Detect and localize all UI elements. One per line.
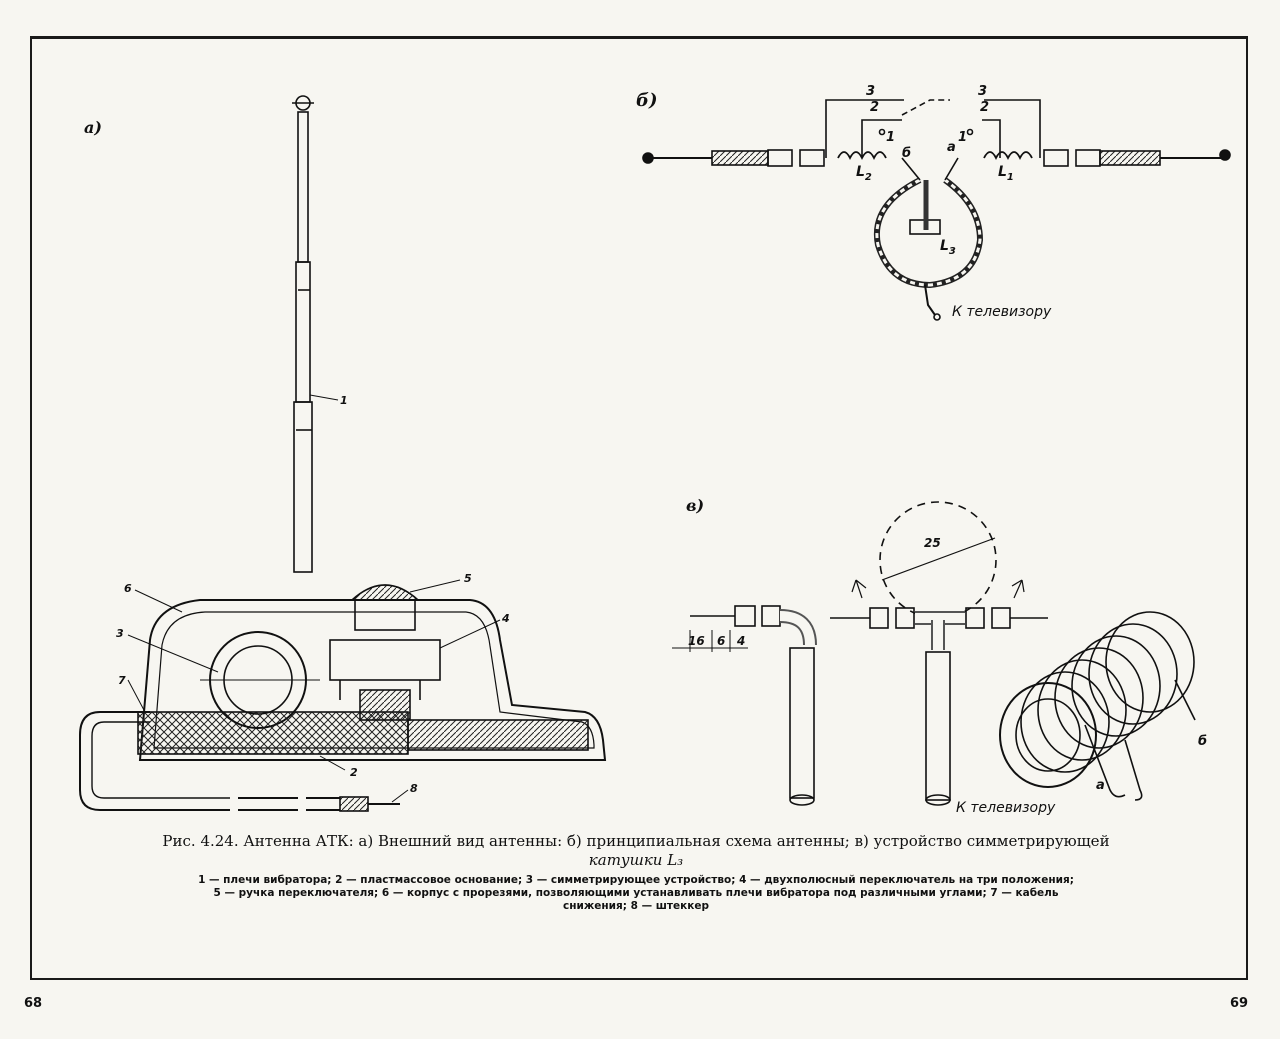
caption-line-1: Рис. 4.24. Антенна АТК: а) Внешний вид а… bbox=[162, 832, 1110, 850]
antenna-view bbox=[79, 95, 607, 812]
coil-l3-label: L3 bbox=[940, 238, 956, 257]
switch-right-pos-2: 2 bbox=[980, 100, 990, 115]
legend-line-1: 1 — плечи вибратора; 2 — пластмассовое о… bbox=[198, 874, 1074, 886]
page-frame bbox=[30, 36, 1248, 980]
tee-assembly bbox=[830, 579, 1048, 806]
legend-line-2: 5 — ручка переключателя; 6 — корпус с пр… bbox=[213, 887, 1059, 899]
callout-2: 2 bbox=[350, 766, 358, 779]
caption-line-2: катушки L₃ bbox=[588, 851, 684, 869]
panel-label-a: а) bbox=[84, 118, 102, 137]
figure-caption: Рис. 4.24. Антенна АТК: а) Внешний вид а… bbox=[96, 832, 1176, 870]
switch-knob bbox=[349, 584, 421, 601]
down-cable bbox=[79, 711, 230, 811]
callout-5: 5 bbox=[464, 572, 472, 585]
legend-line-3: снижения; 8 — штеккер bbox=[563, 900, 709, 912]
callout-1: 1 bbox=[340, 394, 348, 407]
switch-left-pos-2: 2 bbox=[870, 100, 880, 115]
housing-body bbox=[138, 599, 607, 761]
callout-7: 7 bbox=[118, 674, 126, 687]
panel-label-v: в) bbox=[686, 496, 705, 515]
vibrator-rod bbox=[292, 95, 314, 573]
to-tv-label-detail: К телевизору bbox=[956, 800, 1056, 816]
node-b-label: б bbox=[902, 146, 912, 161]
callout-8: 8 bbox=[410, 782, 418, 795]
dim-25: 25 bbox=[924, 536, 941, 550]
figure-legend: 1 — плечи вибратора; 2 — пластмассовое о… bbox=[96, 874, 1176, 913]
switch-block bbox=[329, 639, 441, 681]
page-number-left: 68 bbox=[24, 996, 43, 1011]
coil-l2-label: L2 bbox=[856, 164, 872, 183]
to-tv-label-schematic: К телевизору bbox=[952, 304, 1052, 320]
dim-4: 4 bbox=[737, 634, 746, 648]
callout-3: 3 bbox=[116, 627, 124, 640]
coil-l1-label: L1 bbox=[998, 164, 1014, 183]
coil-l3 bbox=[873, 157, 984, 321]
panel-label-b: б) bbox=[636, 90, 658, 111]
diameter-circle bbox=[879, 501, 997, 619]
wound-coil bbox=[999, 611, 1196, 801]
dim-6: 6 bbox=[717, 634, 726, 648]
switch-right-pos-3: 3 bbox=[978, 84, 988, 99]
lead-a-label: а bbox=[1096, 778, 1105, 793]
callout-4: 4 bbox=[502, 612, 510, 625]
dim-16: 16 bbox=[688, 634, 705, 648]
lead-b-label: б bbox=[1198, 734, 1208, 749]
page-number-right: 69 bbox=[1230, 996, 1249, 1011]
coil-l1 bbox=[983, 151, 1033, 161]
cable-stripping bbox=[672, 605, 817, 806]
switch-right-pos-1: 1 bbox=[958, 130, 968, 145]
schematic-diagram bbox=[642, 99, 1231, 321]
switch-left-pos-1: 1 bbox=[886, 130, 896, 145]
node-a-label: а bbox=[947, 140, 956, 155]
callout-6: 6 bbox=[124, 582, 132, 595]
switch-left-pos-3: 3 bbox=[866, 84, 876, 99]
plug bbox=[339, 796, 369, 812]
balun-detail bbox=[672, 501, 1196, 806]
